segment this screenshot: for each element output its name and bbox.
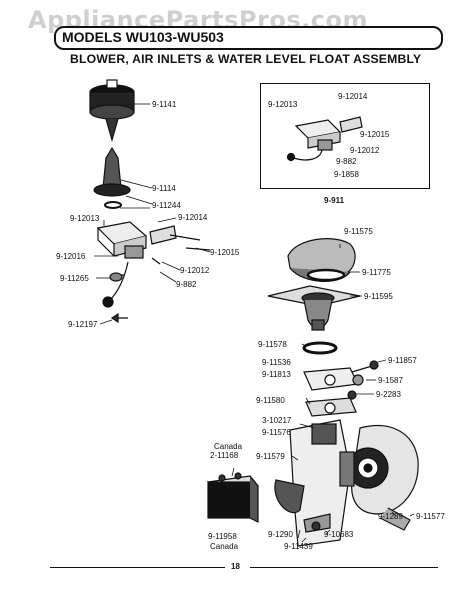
part-label: 9-12012: [180, 266, 210, 275]
part-label: 9-1114: [152, 184, 176, 193]
part-label: 9-12013: [70, 214, 100, 223]
part-label: 9-12012: [350, 146, 380, 155]
float-switch-bracket-part: [96, 221, 211, 324]
part-label: 9-10683: [324, 530, 354, 539]
part-label: 9-1587: [378, 376, 403, 385]
part-label: 9-11580: [256, 396, 285, 405]
part-label: 2-11168: [210, 451, 239, 460]
part-label: 9-12015: [210, 248, 240, 257]
part-label: 9-12016: [56, 252, 86, 261]
gasket-ring-part: [306, 268, 346, 282]
part-label: 3-10217: [262, 416, 292, 425]
footer-rule-left: [50, 567, 225, 568]
part-label: 9-11813: [262, 370, 291, 379]
air-inlet-base-part: [267, 285, 361, 331]
blower-cap-part: [89, 79, 135, 143]
part-label: 9-1858: [334, 170, 359, 179]
blower-motor-part: [339, 424, 419, 531]
footer-rule-right: [250, 567, 438, 568]
part-label: 9-11439: [284, 542, 313, 551]
part-label: Canada: [214, 442, 243, 451]
model-header-bar: [54, 26, 443, 50]
inset-detail-box: [260, 83, 430, 189]
part-label: 9-11775: [362, 268, 391, 277]
capacitor-part: [206, 472, 260, 523]
part-label: Canada: [210, 542, 239, 551]
part-label: 9-1290: [268, 530, 293, 539]
page-title: BLOWER, AIR INLETS & WATER LEVEL FLOAT A…: [70, 52, 422, 66]
part-label: 9-11575: [344, 227, 373, 236]
blower-housing-part: [274, 419, 351, 547]
inset-float-switch-part: [286, 116, 363, 162]
part-label: 9-12197: [68, 320, 98, 329]
part-label: 9-882: [176, 280, 197, 289]
part-label: 9-12013: [268, 100, 298, 109]
part-label: 9-11595: [364, 292, 393, 301]
model-numbers: MODELS WU103-WU503: [62, 29, 224, 45]
float-tube-part: [93, 146, 131, 209]
part-label: 9-1289: [378, 512, 403, 521]
part-label: 9-882: [336, 157, 357, 166]
part-label: 9-11265: [60, 274, 89, 283]
part-label: 9-11244: [152, 201, 181, 210]
o-ring-part: [302, 341, 338, 355]
part-label: 9-12014: [338, 92, 368, 101]
part-label: 9-2283: [376, 390, 401, 399]
part-label: 9-11536: [262, 358, 291, 367]
part-label: 9-1141: [152, 100, 177, 109]
part-label: 9-11578: [258, 340, 287, 349]
part-label: 9-11579: [256, 452, 285, 461]
inset-caption: 9-911: [324, 196, 345, 205]
part-label: 9-12015: [360, 130, 390, 139]
page-number: 18: [231, 562, 240, 571]
part-label: 9-11958: [208, 532, 237, 541]
part-label: 9-11577: [416, 512, 445, 521]
gasket-plate-part: [305, 397, 357, 417]
part-label: 9-11857: [388, 356, 417, 365]
part-label: 9-12014: [178, 213, 208, 222]
part-label: 9-11576: [262, 428, 291, 437]
mounting-plate-part: [303, 360, 379, 400]
